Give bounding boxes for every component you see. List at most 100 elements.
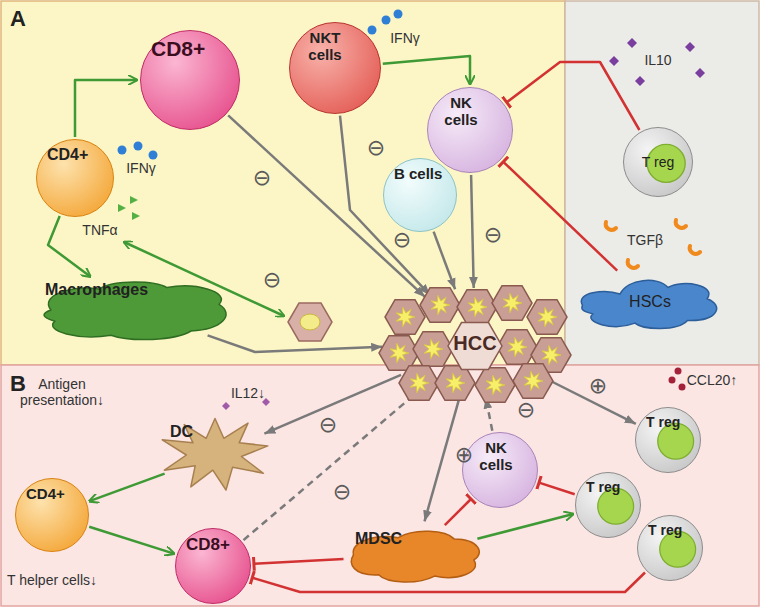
tumor-cell (399, 366, 439, 401)
connector (471, 175, 474, 288)
tumor-cell (497, 330, 537, 365)
tumor-cell (385, 300, 425, 335)
tumor-nucleus (524, 371, 543, 390)
cell-label: T reg (648, 522, 682, 538)
cell-label: NKT cells (300, 29, 350, 64)
cell-outline (44, 282, 226, 340)
hepatocyte (288, 303, 332, 341)
cell-label: MDSC (355, 530, 402, 548)
connector (503, 162, 617, 271)
inhibition-sign: ⊖ (333, 479, 351, 504)
cytokine-label: IFNγ (126, 160, 156, 176)
connector (75, 80, 137, 137)
tumor-cell (448, 323, 502, 370)
tumor-nucleus (508, 337, 527, 356)
tumor-cell (475, 368, 515, 403)
treg-cell: T reg (575, 472, 641, 538)
cell-label: CD4+ (47, 146, 88, 164)
cytokine-label: TNFα (82, 222, 117, 238)
inhibition-sign: ⊖ (484, 222, 502, 247)
tumor-cell (457, 290, 497, 325)
connector (244, 388, 423, 540)
tumor-nucleus (503, 293, 522, 312)
cd4-cell: CD4+ (15, 478, 89, 552)
mdsc-cell: MDSC (345, 524, 485, 586)
nkt-cell: NKT cells (289, 22, 381, 114)
cell-outline (581, 280, 716, 328)
cell-label: NK cells (438, 94, 484, 129)
dendritic-cell: DC (160, 417, 270, 493)
tumor-cell (513, 364, 553, 399)
inhibition-sign: ⊖ (319, 412, 337, 437)
inhibition-sign: ⊖ (517, 397, 535, 422)
cell-label: HCC (453, 332, 496, 355)
inhibition-sign: ⊖ (263, 267, 281, 292)
cell-label: T reg (586, 479, 620, 495)
promotion-sign: ⊕ (455, 442, 473, 467)
cell-label: CD4+ (26, 485, 65, 502)
cell-outline (162, 419, 268, 490)
chemokine-label: CCL20↑ (687, 372, 738, 388)
connector (445, 499, 471, 525)
hsc-cell: HSCs (575, 269, 725, 335)
ccl20-dots (669, 368, 686, 391)
inhibition-sign: ⊖ (393, 227, 411, 252)
tumor-nucleus (538, 307, 557, 326)
b-cell: B cells (383, 158, 457, 232)
tumor-nucleus (446, 373, 465, 392)
cell-label: Macrophages (45, 281, 148, 299)
cell-label: B cells (394, 165, 442, 182)
cd8-cell: CD8+ (175, 528, 251, 604)
tumor-cell (527, 300, 567, 335)
cell-label: NK cells (473, 439, 519, 474)
panel-a-ground (1, 1, 565, 365)
cytokine-label: IFNγ (390, 30, 420, 46)
connector (254, 559, 344, 564)
connector (477, 514, 573, 539)
il10-diamonds (609, 38, 705, 86)
cd8-cell: CD8+ (140, 30, 240, 130)
cytokine-label: TGFβ (627, 232, 663, 248)
nk-cell: NK cells (427, 87, 513, 173)
cd4-cell: CD4+ (36, 139, 114, 217)
note-label: T helper cells↓ (6, 572, 98, 588)
note-label: Antigen presentation↓ (12, 376, 112, 408)
macrophage: Macrophages (35, 275, 235, 345)
hepatocyte-nucleus (300, 314, 320, 330)
cell-label: T reg (642, 154, 674, 170)
tumor-nucleus (431, 295, 450, 314)
panel: BDCCD4+CD8+MDSCNK cellsT regT regT reg (0, 365, 760, 607)
connector (208, 335, 383, 352)
tnf-triangles (118, 196, 140, 220)
tumor-cell (413, 332, 453, 367)
tumor-nucleus (486, 375, 505, 394)
panel-letter: A (10, 6, 26, 31)
promotion-sign: ⊕ (589, 373, 607, 398)
cell-label: CD8+ (151, 37, 205, 61)
tumor-cell (492, 286, 532, 321)
tumor-nucleus (424, 339, 443, 358)
treg-cell: T reg (635, 407, 701, 473)
cell-label: DC (170, 423, 193, 441)
cytokine-label: IL12↓ (231, 385, 265, 401)
tumor-nucleus (410, 373, 429, 392)
cell-label: T reg (646, 414, 680, 430)
treg-cell: T reg (623, 127, 693, 197)
tumor-nucleus (390, 343, 409, 362)
inhibition-sign: ⊖ (367, 135, 385, 160)
tumor-nucleus (396, 307, 415, 326)
cell-label: CD8+ (186, 535, 230, 555)
treg-cell: T reg (637, 515, 703, 581)
tumor-nucleus (468, 297, 487, 316)
connector (383, 56, 470, 84)
hcc-tumor: HCC (385, 291, 565, 395)
cytokine-label: IL10 (644, 52, 671, 68)
nk-cell: NK cells (462, 432, 538, 508)
connector (539, 483, 575, 495)
tumor-nucleus (542, 345, 561, 364)
connector (89, 527, 174, 554)
panel-b-ground (1, 365, 759, 606)
connector (425, 396, 460, 521)
connector (434, 232, 456, 290)
